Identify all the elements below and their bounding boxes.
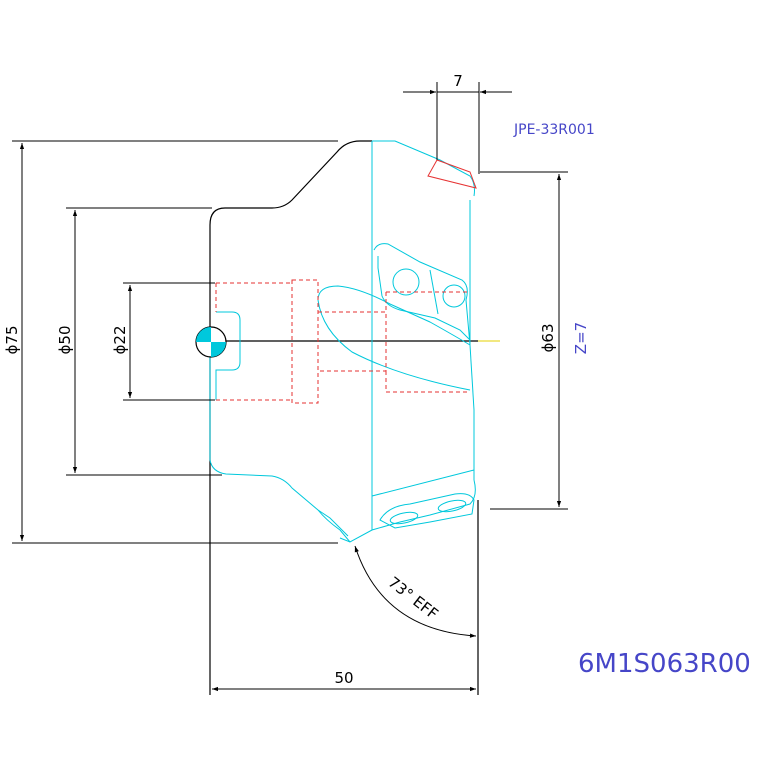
dim-width-top [403,82,512,174]
insert-outline [427,159,477,189]
cutter-body [209,140,476,543]
dim-d75-text: ϕ75 [3,326,21,355]
part-number-label: 6M1S063R00 [578,649,751,679]
dim-d50 [66,207,222,476]
dim-d50-text: ϕ50 [56,326,74,355]
dim-angle-text: 73° EFF [385,573,442,623]
dim-width-top-text: 7 [453,72,463,90]
dim-d63-text: ϕ63 [539,324,557,353]
insert-code-label: JPE-33R001 [513,122,595,138]
hidden-lines [215,279,470,404]
dim-d63 [480,171,568,510]
center-mark-icon [195,326,227,358]
dim-d22-text: ϕ22 [111,326,129,355]
dim-d75 [12,140,338,544]
teeth-label: Z=7 [572,322,590,354]
dim-length-text: 50 [334,669,353,687]
dim-d22 [123,282,215,401]
dim-angle [354,545,477,638]
